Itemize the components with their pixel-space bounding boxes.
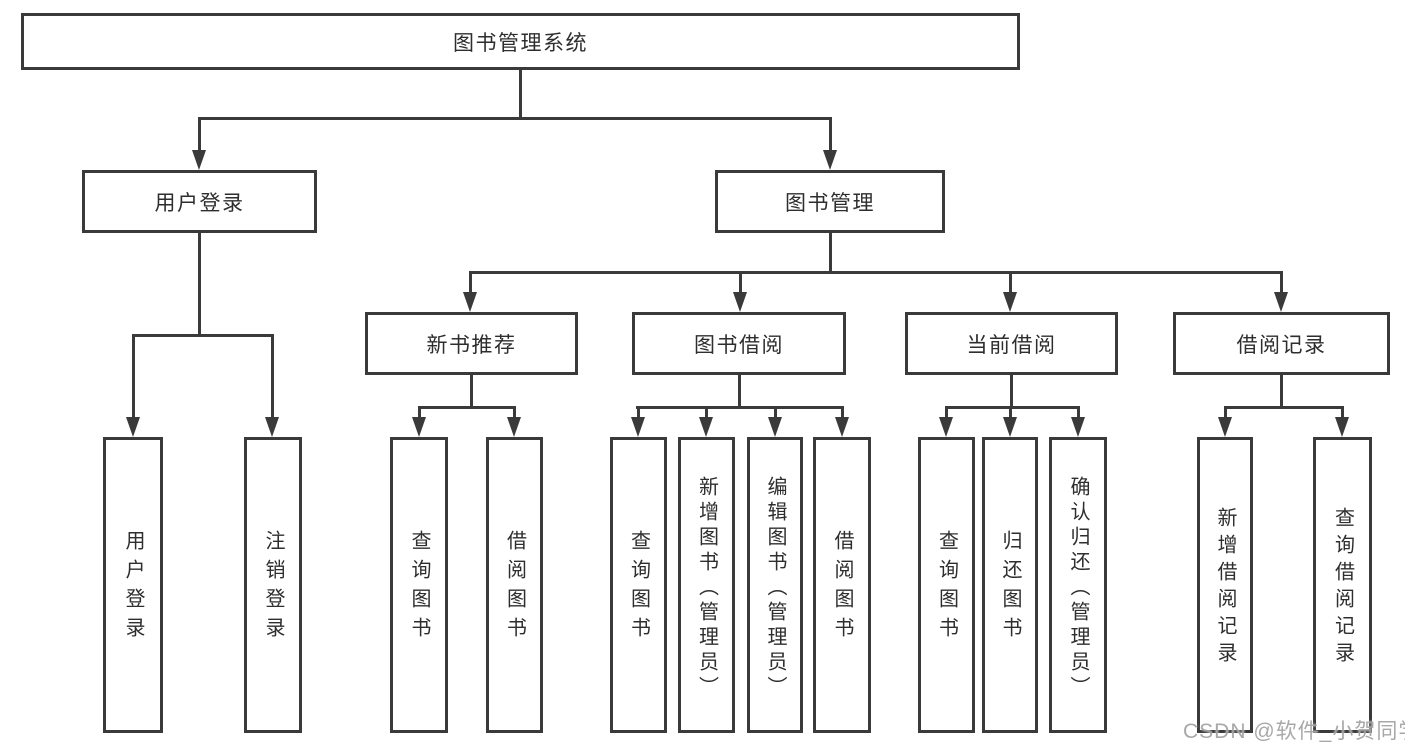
node-book-management: 图书管理 [715, 170, 945, 233]
arrowhead-down-icon [1218, 417, 1232, 437]
connector-line [1076, 407, 1080, 419]
node-user-login-leaf: 用户登录 [103, 437, 163, 733]
connector-line [704, 407, 708, 419]
connector-line [270, 335, 274, 419]
arrowhead-down-icon [412, 417, 426, 437]
connector-line [1279, 272, 1283, 294]
node-br-add-record: 新增借阅记录 [1197, 437, 1253, 733]
arrowhead-down-icon [463, 292, 477, 312]
arrowhead-down-icon [1274, 292, 1288, 312]
arrowhead-down-icon [1003, 417, 1017, 437]
connector-line [512, 407, 516, 419]
node-cb-confirm-return-admin: 确认归还（管理员） [1049, 437, 1107, 733]
node-logout-leaf: 注销登录 [244, 437, 302, 733]
connector-line [1340, 407, 1344, 419]
node-bb-query-book: 查询图书 [610, 437, 667, 733]
connector-line [417, 407, 421, 419]
connector-line [468, 270, 1283, 274]
connector-line [1223, 407, 1227, 419]
arrowhead-down-icon [507, 417, 521, 437]
connector-line [518, 70, 522, 118]
connector-line [1008, 407, 1012, 419]
arrowhead-down-icon [699, 417, 713, 437]
arrowhead-down-icon [1071, 417, 1085, 437]
connector-line [737, 375, 741, 407]
connector-line [773, 407, 777, 419]
arrowhead-down-icon [192, 150, 206, 170]
connector-line [1008, 272, 1012, 294]
node-br-query-record: 查询借阅记录 [1313, 437, 1372, 733]
node-bb-add-book-admin: 新增图书（管理员） [678, 437, 735, 733]
connector-line [944, 405, 1080, 409]
csdn-watermark: CSDN @软件_小贺同学 [1183, 720, 1405, 743]
connector-line [636, 407, 640, 419]
connector-line [738, 272, 742, 294]
connector-line [197, 118, 201, 152]
connector-line [828, 233, 832, 272]
arrowhead-down-icon [265, 417, 279, 437]
connector-line [635, 405, 844, 409]
arrowhead-down-icon [939, 417, 953, 437]
node-root: 图书管理系统 [21, 13, 1020, 70]
node-user-login: 用户登录 [82, 170, 317, 233]
node-current-borrowing: 当前借阅 [905, 312, 1118, 375]
node-cb-return-book: 归还图书 [982, 437, 1038, 733]
arrowhead-down-icon [733, 292, 747, 312]
connector-line [197, 233, 201, 335]
connector-line [944, 407, 948, 419]
arrowhead-down-icon [823, 150, 837, 170]
connector-line [469, 375, 473, 407]
connector-line [197, 116, 832, 120]
arrowhead-down-icon [126, 417, 140, 437]
node-bb-borrow-book: 借阅图书 [813, 437, 871, 733]
connector-line [131, 333, 274, 337]
connector-line [1279, 375, 1283, 407]
connector-line [1223, 405, 1344, 409]
connector-line [417, 405, 516, 409]
connector-line [1009, 375, 1013, 407]
node-borrow-records: 借阅记录 [1173, 312, 1390, 375]
node-rec-borrow-book: 借阅图书 [486, 437, 543, 733]
connector-line [828, 118, 832, 152]
arrowhead-down-icon [631, 417, 645, 437]
node-book-borrowing: 图书借阅 [632, 312, 846, 375]
node-new-book-recommend: 新书推荐 [365, 312, 578, 375]
connector-line [131, 335, 135, 419]
node-rec-query-book: 查询图书 [390, 437, 448, 733]
arrowhead-down-icon [1335, 417, 1349, 437]
connector-line [468, 272, 472, 294]
arrowhead-down-icon [835, 417, 849, 437]
node-bb-edit-book-admin: 编辑图书（管理员） [747, 437, 803, 733]
node-cb-query-book: 查询图书 [918, 437, 975, 733]
arrowhead-down-icon [1003, 292, 1017, 312]
connector-line [840, 407, 844, 419]
arrowhead-down-icon [768, 417, 782, 437]
